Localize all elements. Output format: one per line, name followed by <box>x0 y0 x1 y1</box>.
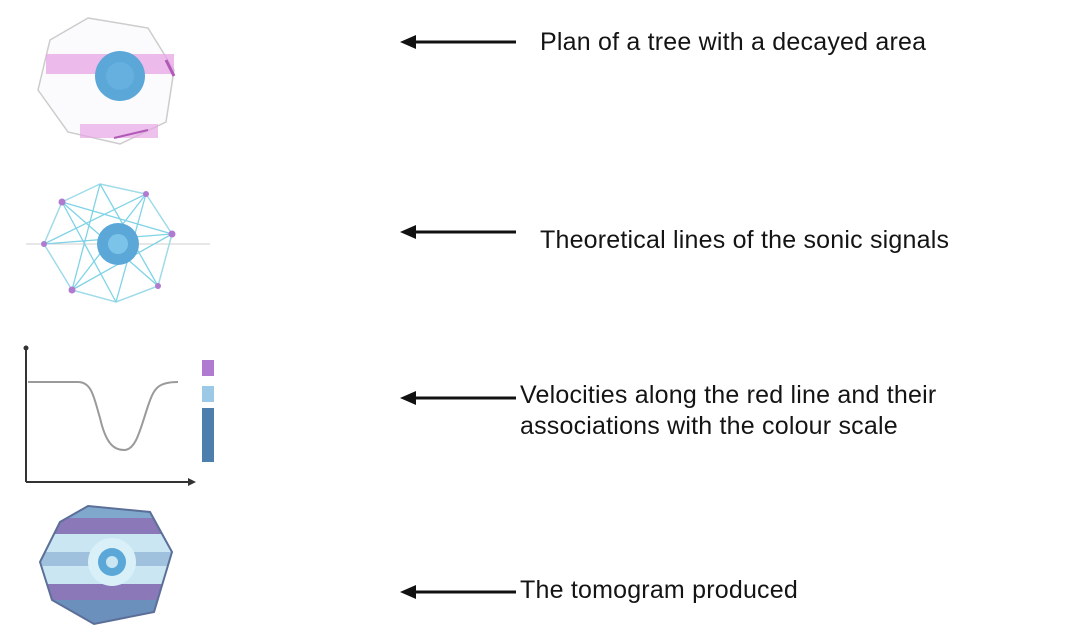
caption-line: Theoretical lines of the sonic signals <box>540 226 950 254</box>
caption-line: Plan of a tree with a decayed area <box>540 28 927 56</box>
tomogram-figure <box>38 504 174 626</box>
tree-plan-figure <box>37 17 176 145</box>
arrow-left-icon <box>400 35 516 49</box>
velocity-curve <box>28 381 179 452</box>
pink-band-bottom <box>80 124 158 138</box>
sonic-lines-figure <box>26 183 210 303</box>
velocity-profile-figure <box>23 345 214 486</box>
caption-tree-plan: Plan of a tree with a decayed area <box>540 27 926 58</box>
arrow-left-icon <box>400 391 516 405</box>
caption-line: Velocities along the red line and their <box>520 381 937 409</box>
caption-line: The tomogram produced <box>520 576 798 604</box>
caption-tomogram: The tomogram produced <box>520 575 798 606</box>
caption-velocities: Velocities along the red line and their … <box>520 380 936 442</box>
colour-scale <box>202 360 214 462</box>
arrow-left-icon <box>400 225 516 239</box>
caption-line: associations with the colour scale <box>520 412 898 440</box>
caption-sonic-lines: Theoretical lines of the sonic signals <box>540 225 949 256</box>
arrow-left-icon <box>400 585 516 599</box>
